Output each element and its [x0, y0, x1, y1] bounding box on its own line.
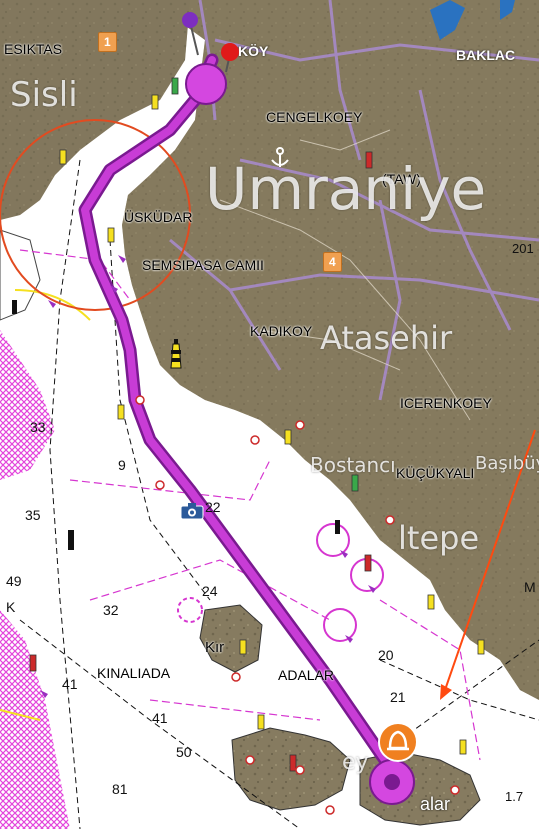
letter-k: K: [6, 599, 16, 615]
depth-sounding: 50: [176, 744, 192, 760]
district-label-basibuy: Başıbüy: [475, 453, 539, 474]
anchor-icon[interactable]: [268, 146, 292, 170]
district-label-maltepe: ltepe: [398, 519, 480, 557]
district-label-umraniye: Umraniye: [205, 155, 487, 223]
depth-sounding: 33: [30, 419, 46, 435]
traffic-lanes: [19, 159, 539, 829]
island-kinaliada: [199, 604, 263, 673]
district-label-ey: ey: [342, 750, 369, 775]
district-label-sisli: Sisli: [10, 75, 78, 115]
start-pin-icon[interactable]: [176, 10, 246, 110]
place-label-koy: KÖY: [238, 43, 269, 59]
place-label-cengelkoey: CENGELKOEY: [266, 109, 363, 125]
lighthouse-icon[interactable]: [168, 338, 184, 372]
place-label-adalar: ADALAR: [278, 667, 335, 683]
buoy-markers: [12, 77, 485, 815]
place-label-taw: (TAW): [382, 171, 421, 187]
depth-sounding: 24: [202, 583, 218, 599]
end-pin-icon[interactable]: [366, 748, 418, 808]
letter-m: M: [524, 579, 536, 595]
depth-sounding: 49: [6, 573, 22, 589]
land-southwest: [0, 229, 41, 321]
place-label-uskudar: ÜSKÜDAR: [124, 209, 193, 225]
place-label-kucukyali: KÜÇÜKYALI: [396, 465, 475, 481]
district-label-atasehir: Atasehir: [320, 319, 453, 357]
boundary-lines: [19, 249, 481, 761]
depth-sounding: 21: [390, 689, 406, 705]
depth-sounding: 1.7: [505, 789, 524, 804]
warning-bell-icon[interactable]: [376, 720, 420, 764]
pointer-arrow: [444, 429, 536, 691]
place-label-kinaliada: KINALIADA: [97, 665, 171, 681]
place-label-kadikoy: KADIKOY: [250, 323, 313, 339]
place-label-icerenkoey: ICERENKOEY: [400, 395, 492, 411]
depth-sounding: 41: [152, 710, 168, 726]
road-badge: 1: [98, 32, 117, 52]
depth-sounding: 201: [512, 241, 534, 256]
depth-sounding: 41: [62, 676, 78, 692]
depth-sounding: 20: [378, 647, 394, 663]
lake: [430, 0, 465, 40]
depth-sounding: 35: [25, 507, 41, 523]
restricted-area: [0, 330, 55, 480]
place-label-baklac: BAKLAC: [456, 47, 516, 63]
depth-sounding: 81: [112, 781, 128, 797]
range-circle: [0, 119, 191, 311]
place-label-kir: Kır: [205, 639, 225, 656]
place-label-semsipasa: SEMSIPASA CAMII: [142, 257, 264, 273]
place-label-adalar-tail: alar: [420, 794, 451, 814]
place-label-besiktas: ESIKTAS: [4, 41, 63, 57]
camera-icon[interactable]: [180, 502, 204, 520]
depth-sounding: 32: [103, 602, 119, 618]
depth-sounding: 22: [205, 499, 221, 515]
depth-sounding: 9: [118, 457, 126, 473]
district-label-bostanci: Bostancı: [310, 453, 396, 477]
road-badge: 4: [323, 252, 342, 272]
